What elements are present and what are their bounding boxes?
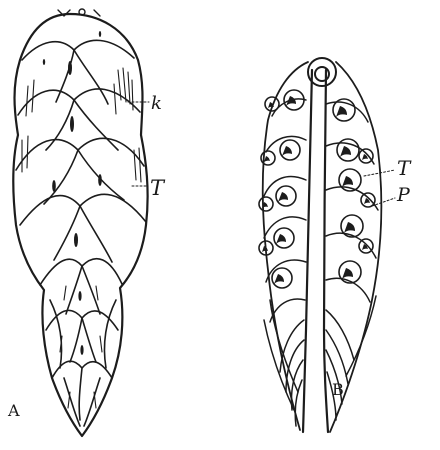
panel-label-b: B [332, 382, 344, 398]
label-k: k [151, 95, 162, 113]
cone-scales [16, 40, 146, 426]
label-t-cone: T [150, 178, 164, 199]
section-ovules-left [259, 90, 304, 288]
section-ovules-right [333, 99, 375, 283]
cone-outline [13, 14, 147, 436]
label-t-section: T [397, 158, 410, 178]
panel-label-a: A [8, 403, 20, 419]
panel-b-section-drawing [259, 58, 395, 432]
label-p: P [397, 186, 410, 205]
section-outline-left [263, 62, 308, 430]
section-axis-left [303, 70, 312, 432]
section-axis-right [324, 70, 328, 432]
cone-hatching [22, 68, 141, 408]
panel-a-cone-drawing [13, 9, 149, 436]
